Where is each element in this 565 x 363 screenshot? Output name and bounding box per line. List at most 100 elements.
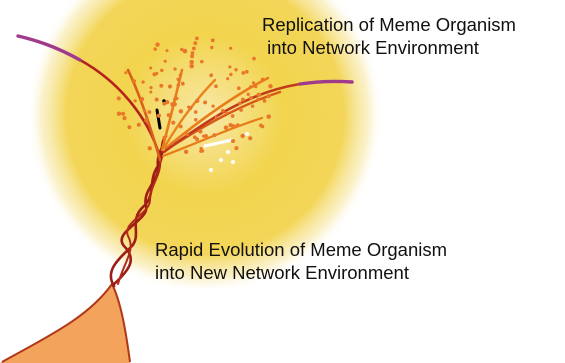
spore-dot	[229, 72, 233, 77]
spore-dot	[211, 104, 215, 108]
spore-dot	[240, 133, 245, 139]
spore-dot	[244, 69, 249, 74]
white-spore-dot	[209, 168, 213, 172]
spore-dot	[185, 132, 189, 137]
spore-dot	[156, 113, 162, 118]
spore-dot	[180, 81, 185, 86]
spore-dot	[142, 108, 147, 113]
black-mark	[155, 108, 162, 130]
spore-dot	[210, 38, 215, 43]
spore-dot	[246, 92, 250, 96]
spore-dot	[149, 66, 153, 70]
spore-dot	[116, 96, 121, 101]
mound-outline	[1, 282, 131, 363]
spore-dot	[155, 71, 159, 76]
spore-dot	[260, 77, 265, 82]
spore-dot	[163, 59, 167, 63]
spore-dot	[240, 97, 245, 102]
spore-dot	[141, 80, 145, 84]
spore-dot	[251, 81, 256, 85]
spore-dot	[266, 94, 271, 99]
black-dot	[162, 99, 166, 103]
replication-caption-line1: Replication of Meme Organism	[262, 14, 516, 35]
spore-dot	[154, 97, 159, 102]
spore-dot	[165, 49, 169, 53]
spore-dot	[139, 96, 145, 102]
spore-dot	[170, 141, 174, 145]
spore-dot	[122, 116, 127, 121]
spore-dot	[147, 110, 152, 115]
spore-dot	[193, 41, 198, 46]
spore-dot	[182, 48, 188, 54]
spore-dot	[210, 45, 214, 50]
spore-dot	[173, 67, 177, 71]
spore-dot	[189, 59, 194, 65]
spore-dot	[153, 47, 157, 51]
spore-dot	[220, 108, 225, 113]
spore-dot	[203, 133, 208, 139]
orange-mound	[0, 285, 130, 363]
spore-dot	[230, 138, 236, 144]
spore-dot	[203, 100, 208, 105]
spore-dot	[171, 120, 176, 125]
replication-caption-line2: into Network Environment	[262, 37, 479, 58]
spore-dot	[167, 84, 173, 89]
spore-dot	[209, 73, 214, 77]
branch-right-3	[161, 116, 264, 158]
spore-dot	[190, 51, 195, 55]
spore-dot	[149, 90, 153, 94]
spore-dot	[162, 101, 167, 106]
spore-dot	[214, 84, 218, 89]
spore-dot	[229, 46, 233, 50]
branch-right-long-tip	[298, 79, 354, 86]
spore-dot	[248, 85, 253, 89]
spore-dot	[200, 149, 205, 153]
spore-dot	[198, 129, 203, 134]
spore-dot	[250, 104, 255, 108]
spore-dot	[178, 124, 183, 129]
spore-dot	[230, 114, 235, 118]
spore-dot	[201, 134, 205, 138]
spore-dot	[252, 56, 256, 61]
spore-dot	[248, 96, 253, 100]
spore-dot	[200, 59, 204, 64]
spore-dot	[235, 123, 240, 127]
spore-dot	[190, 54, 195, 59]
branch-right-1	[164, 76, 270, 150]
white-spores	[209, 132, 249, 172]
spore-dot	[260, 124, 265, 129]
spore-dot	[121, 111, 126, 116]
spore-dot	[195, 36, 199, 41]
spore-dot	[241, 71, 246, 75]
spore-dot	[234, 146, 239, 151]
spore-dot	[116, 111, 122, 116]
trunk-strand-b	[109, 134, 168, 288]
spore-dot	[155, 42, 160, 47]
spore-dot	[248, 136, 253, 141]
spore-dot	[166, 113, 171, 118]
orange-spores	[116, 36, 273, 154]
spore-dot	[136, 122, 141, 127]
spore-dot	[178, 109, 184, 114]
replication-caption: Replication of Meme Organism into Networ…	[262, 13, 516, 59]
spore-dot	[176, 83, 181, 88]
spore-dot	[193, 110, 198, 114]
spore-dot	[194, 117, 198, 122]
spore-dot	[172, 101, 177, 107]
spore-dot	[191, 46, 196, 51]
spore-dot	[183, 149, 189, 154]
spore-dot	[165, 100, 170, 105]
spore-dot	[262, 99, 267, 103]
spore-dot	[149, 85, 153, 90]
spore-dot	[228, 65, 232, 69]
white-spore-dot	[231, 160, 235, 164]
white-spore-dot	[219, 158, 223, 162]
spore-dot	[266, 114, 271, 119]
white-spore-dot	[245, 132, 249, 136]
branch-right-long-base	[162, 82, 302, 154]
evolution-caption-line1: Rapid Evolution of Meme Organism	[155, 239, 448, 260]
spore-dot	[162, 135, 167, 140]
spore-dot	[132, 79, 137, 83]
